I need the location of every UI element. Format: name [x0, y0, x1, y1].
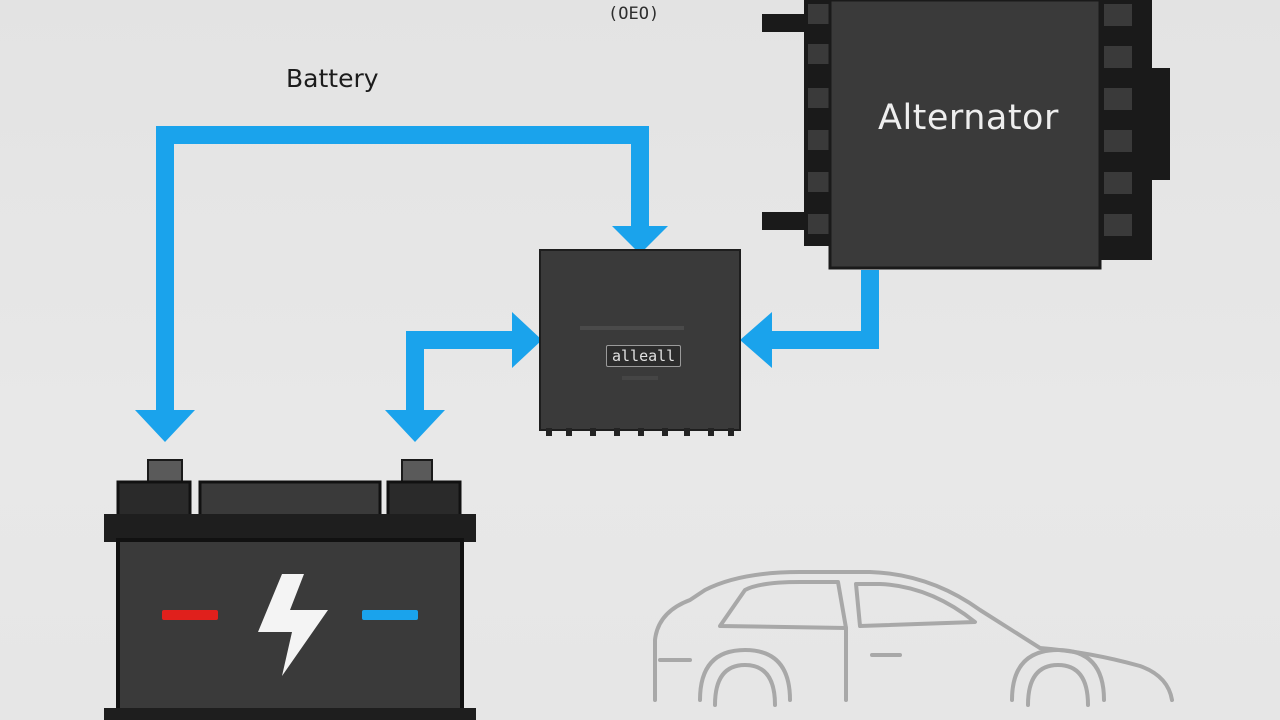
- arrow-left-into-module: [740, 312, 772, 368]
- alternator-label: Alternator: [878, 98, 1059, 138]
- battery: [104, 459, 476, 720]
- lightning-bolt-icon: [258, 574, 328, 676]
- arrow-down-battery-negative: [385, 410, 445, 442]
- car-outline-icon: [653, 570, 1174, 707]
- arrow-down-module-top: [612, 226, 668, 254]
- module-code-label: alleall: [606, 345, 682, 367]
- negative-terminal-mark: [362, 610, 418, 620]
- positive-terminal-mark: [162, 610, 218, 620]
- wire-module-to-battery-negative: [406, 331, 516, 412]
- arrow-right-into-module: [512, 312, 542, 368]
- arrow-down-battery-positive: [135, 410, 195, 442]
- top-code-label: (OEO): [608, 4, 660, 24]
- alternator: [762, 0, 1170, 270]
- battery-label: Battery: [286, 64, 379, 93]
- wire-battery-to-module-top: [156, 126, 649, 415]
- control-module: [539, 249, 741, 436]
- wire-alternator-to-module: [768, 270, 879, 349]
